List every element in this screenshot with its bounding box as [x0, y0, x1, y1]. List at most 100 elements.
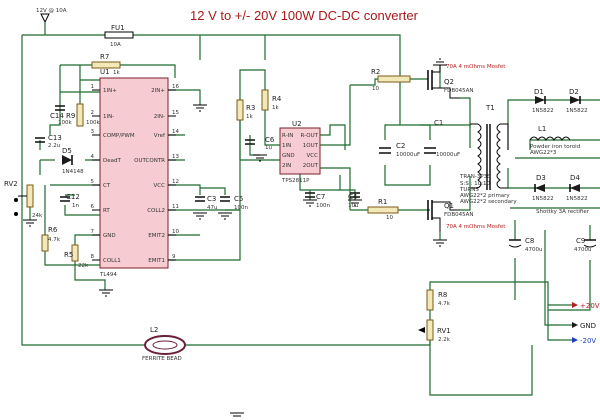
d5-part: 1N4148 [62, 169, 84, 175]
u1-pin-label: EMIT1 [148, 258, 165, 264]
u1-pin-number: 1 [91, 84, 95, 90]
capacitor-c12: C12 1n [60, 193, 80, 209]
diode-d2: D2 1N5822 [566, 88, 588, 114]
output-plus: +20V [560, 302, 600, 310]
u1-pin-label: 1IN- [103, 114, 114, 120]
schematic-title: 12 V to +/- 20V 100W DC-DC converter [190, 8, 419, 23]
u1-pin-label: COLL2 [147, 208, 165, 214]
u2-pin-label: 1OUT [303, 143, 319, 149]
u1-pin-number: 4 [91, 154, 95, 160]
ic-u1: U1 TL494 1IN+11IN-2COMP/PWM3DeadT4CT5RT6… [91, 68, 180, 278]
diode-d3: D3 1N5822 [532, 174, 554, 202]
r8-value: 4.7k [438, 301, 451, 307]
resistor-r6: R6 4.7k [41, 226, 61, 252]
u2-ref: U2 [292, 120, 302, 128]
resistor-r3: R3 1k [236, 99, 255, 121]
l1-ref: L1 [538, 125, 546, 133]
u2-part: TPS2811P [281, 178, 310, 184]
u1-pin-label: CT [103, 183, 111, 189]
resistor-r7: R7 1k [91, 53, 121, 76]
diode-d4: D4 1N5822 [566, 174, 588, 202]
r7-ref: R7 [100, 53, 109, 61]
resistor-r8: R8 4.7k [426, 289, 451, 311]
u1-pin-label: 1IN+ [103, 88, 117, 94]
c4-ref: C4 [348, 193, 358, 201]
resistor-r5: R5 22k [64, 244, 89, 269]
u2-pin-label: R-OUT [301, 133, 319, 139]
rv1-value: 2.2k [438, 337, 451, 343]
c4-value: 10u [348, 203, 358, 209]
u1-pin-number: 9 [172, 254, 176, 260]
u1-pin-number: 3 [91, 129, 95, 135]
u1-pin-label: COLL1 [103, 258, 121, 264]
c13-ref: C13 [48, 134, 62, 142]
u2-pin-label: 2OUT [303, 163, 319, 169]
capacitor-c13: C13 2.2u [35, 134, 62, 149]
rv2-value: 24k [32, 213, 43, 219]
c1-ref: C1 [434, 119, 443, 127]
c12-ref: C12 [66, 193, 80, 201]
r4-value: 1k [272, 105, 279, 111]
r1-ref: R1 [378, 198, 387, 206]
output-minus: -20V [560, 337, 596, 345]
c9-value: 4700u [574, 247, 591, 253]
r9-ref: R9 [66, 112, 75, 120]
rv1-ref: RV1 [437, 327, 451, 335]
output-gnd-label: GND [580, 322, 596, 330]
c14-value: 100k [58, 120, 72, 126]
resistor-r4: R4 1k [261, 89, 282, 111]
u1-pin-number: 8 [91, 254, 95, 260]
capacitor-c2: C2 10000uF [379, 142, 420, 158]
r6-ref: R6 [48, 226, 58, 234]
t1-part: TRAN-3P3S [459, 174, 491, 180]
capacitor-c14: C14 100k [50, 105, 72, 126]
u1-pin-label: VCC [154, 183, 166, 189]
mosfet-q1: Q1 FDB045AN 70A 4 mOhms Mosfet [427, 200, 506, 232]
u1-pin-label: COMP/PWM [103, 133, 135, 139]
c7-ref: C7 [316, 193, 325, 201]
output-minus-label: -20V [580, 337, 596, 345]
d5-ref: D5 [62, 147, 72, 155]
c14-ref: C14 [50, 112, 64, 120]
l2-value: FERRITE BEAD [142, 356, 182, 362]
rectifier-note: Shottky 3A rectifier [536, 209, 590, 215]
r3-value: 1k [246, 114, 253, 120]
t1-note-2: TURNS [459, 187, 479, 193]
u1-pin-label: 2IN- [154, 114, 165, 120]
u1-pin-label: Vref [154, 133, 166, 139]
q2-note: 70A 4 mOhms Mosfet [446, 64, 506, 70]
r6-value: 4.7k [48, 237, 61, 243]
output-terminals: +20V GND -20V [560, 302, 600, 345]
q1-note: 70A 4 mOhms Mosfet [446, 224, 506, 230]
d4-ref: D4 [570, 174, 580, 182]
u1-pin-number: 14 [172, 129, 179, 135]
capacitor-c7: C7 100n [305, 192, 330, 209]
u1-part: TL494 [99, 272, 117, 278]
supply-terminal: 12V @ 10A [36, 8, 67, 35]
d2-ref: D2 [569, 88, 579, 96]
c2-ref: C2 [396, 142, 405, 150]
u1-pin-number: 10 [172, 229, 179, 235]
resistor-r9: R9 100k [66, 103, 100, 127]
r2-value: 10 [372, 86, 379, 92]
u1-pin-label: 2IN+ [151, 88, 165, 94]
l1-note-2: AWG22*3 [530, 150, 557, 156]
ic-u2: U2 TPS2811P R-IN1INGND2INR-OUT1OUTVCC2OU… [279, 120, 321, 184]
potentiometer-rv1: RV1 2.2k [418, 319, 451, 343]
c6-value: 1u [265, 145, 272, 151]
r7-value: 1k [113, 70, 120, 76]
diode-d1: D1 1N5822 [532, 88, 554, 114]
t1-note-1: S:S : 10:10 [460, 181, 491, 187]
u2-pin-label: R-IN [282, 133, 293, 139]
u1-pin-number: 7 [91, 229, 95, 235]
u1-pin-number: 5 [91, 179, 95, 185]
capacitor-c6: C6 1u [245, 136, 275, 151]
r1-value: 10 [386, 215, 393, 221]
inductor-l1: L1 Powder iron toroid AWG22*3 [529, 125, 580, 156]
ferrite-bead-l2: L2 FERRITE BEAD [142, 326, 186, 362]
resistor-r1: R1 10 [367, 198, 399, 221]
u1-pin-number: 2 [91, 110, 95, 116]
fuse-ref: FU1 [111, 24, 125, 32]
l1-note-1: Powder iron toroid [530, 144, 580, 150]
c3-value: 47u [207, 205, 217, 211]
